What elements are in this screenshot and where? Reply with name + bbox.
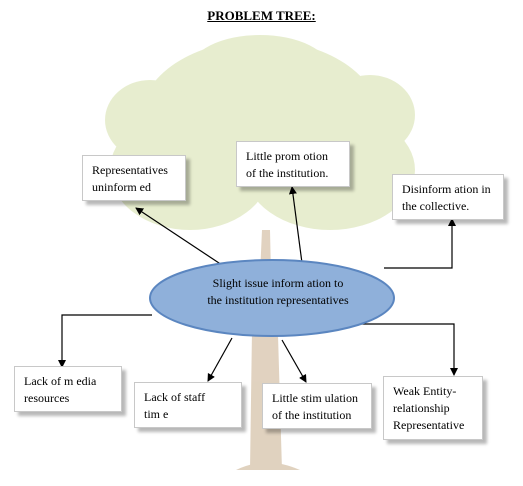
box-line: uninform ed — [92, 180, 151, 194]
core-problem-line-1: Slight issue inform ation to — [212, 276, 344, 290]
cause-lack-media: Lack of m edia resources — [14, 366, 122, 412]
core-problem-text: Slight issue inform ation to the institu… — [160, 275, 396, 309]
box-line: Lack of staff — [144, 390, 206, 404]
arrow-to-lack-media — [58, 314, 152, 368]
box-line: Little prom otion — [246, 149, 328, 163]
arrow-to-little-promotion — [288, 186, 303, 264]
effect-representatives-uninformed: Representatives uninform ed — [82, 155, 186, 201]
box-line: the collective. — [402, 199, 470, 213]
box-line: relationship — [393, 401, 450, 415]
tree-foliage — [105, 35, 415, 230]
core-problem-ellipse — [149, 259, 395, 337]
box-line: Disinform ation in — [402, 182, 491, 196]
arrow-to-representatives-uninformed — [135, 207, 223, 266]
page-title: PROBLEM TREE: — [207, 8, 316, 23]
tree-trunk — [230, 230, 302, 470]
box-line: tim e — [144, 407, 169, 421]
box-line: Little stim ulation — [272, 391, 358, 405]
box-line: Representatives — [92, 163, 168, 177]
core-problem-line-2: the institution representatives — [207, 293, 349, 307]
box-line: of the institution. — [246, 166, 329, 180]
box-line: of the institution — [272, 408, 352, 422]
effect-disinformation: Disinform ation in the collective. — [392, 174, 504, 220]
box-line: Weak Entity- — [393, 384, 457, 398]
cause-lack-staff: Lack of staff tim e — [134, 382, 242, 428]
cause-little-stimulation: Little stim ulation of the institution — [262, 383, 372, 429]
box-line: Representative — [393, 418, 465, 432]
arrow-to-little-stimulation — [281, 339, 307, 383]
box-line: Lack of m edia — [24, 374, 97, 388]
arrow-to-weak-relationship — [355, 323, 458, 376]
effect-little-promotion: Little prom otion of the institution. — [236, 141, 350, 187]
arrow-to-lack-staff — [207, 337, 233, 382]
cause-weak-relationship: Weak Entity- relationship Representative — [383, 376, 483, 440]
box-line: resources — [24, 391, 70, 405]
arrow-to-disinformation — [384, 218, 456, 269]
